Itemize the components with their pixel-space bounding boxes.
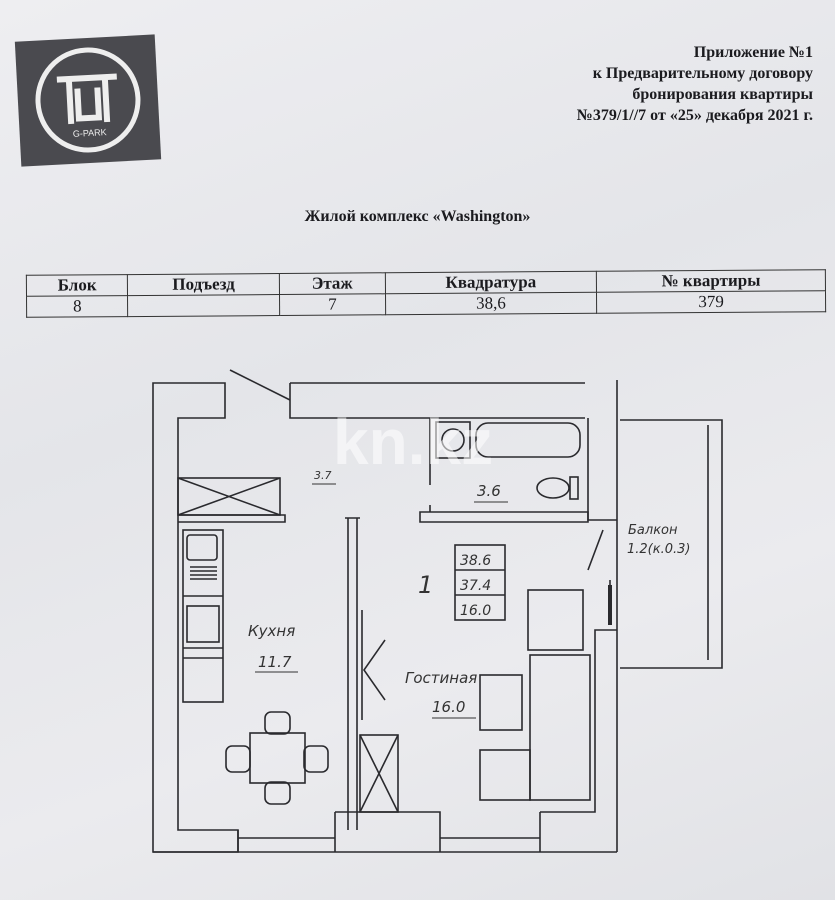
living-space-area: 16.0 [460, 603, 491, 619]
chair [264, 711, 291, 735]
watermark: kn.kz [333, 406, 494, 478]
kitchen-wall [178, 514, 286, 523]
appendix-line: к Предварительному договору [592, 65, 813, 82]
toilet [536, 477, 570, 499]
svg-text:G-PARK: G-PARK [73, 127, 107, 139]
living-total-area: 37.4 [460, 578, 491, 594]
wall-right [587, 380, 618, 852]
chair [303, 745, 329, 773]
balcony-label: Балкон [628, 523, 678, 538]
kitchen-label: Кухня [248, 622, 295, 640]
wall-left [152, 382, 239, 853]
washing-machine [435, 421, 471, 459]
hall-area: 3.7 [314, 469, 332, 482]
interior-door [361, 610, 386, 720]
washing-machine-drum [441, 428, 465, 452]
wall-bottom [153, 837, 617, 853]
coffee-table [479, 674, 523, 731]
kitchen-counter [182, 529, 224, 703]
sofa-corner [479, 749, 531, 801]
bathroom-walls [419, 418, 589, 523]
appendix-header: Приложение №1 к Предварительному договор… [577, 42, 813, 126]
sink-icon [186, 534, 218, 561]
appendix-line: бронирования квартиры [632, 86, 813, 103]
toilet-tank [569, 476, 579, 500]
bathroom-area: 3.6 [477, 482, 501, 500]
balcony-outline [620, 419, 723, 669]
complex-title: Жилой комплекс «Washington» [304, 208, 531, 225]
living-room-area: 16.0 [432, 698, 465, 716]
stove-icon [186, 605, 220, 643]
area-summary-box [454, 544, 506, 621]
balcony-area: 1.2(к.0.3) [627, 542, 690, 557]
total-area: 38.6 [460, 553, 491, 569]
wall-segments [237, 629, 617, 852]
bathtub [475, 422, 581, 458]
company-logo: G-PARK [14, 34, 162, 167]
dishwasher-icon [190, 566, 217, 580]
wall-top [289, 382, 585, 419]
chair [264, 781, 291, 805]
rooms-count: 1 [418, 571, 433, 599]
appendix-line: Приложение №1 [693, 44, 813, 61]
sofa [529, 654, 591, 801]
living-room-label: Гостиная [405, 669, 477, 687]
entrance-door [229, 369, 291, 401]
partition-wall [345, 517, 360, 830]
wardrobe [359, 734, 399, 813]
chair [225, 745, 251, 773]
kitchen-area: 11.7 [258, 653, 292, 671]
armchair [527, 589, 584, 651]
balcony-door [587, 529, 611, 625]
appendix-line: №379/1//7 от «25» декабря 2021 г. [576, 107, 813, 124]
dining-table [249, 732, 306, 784]
